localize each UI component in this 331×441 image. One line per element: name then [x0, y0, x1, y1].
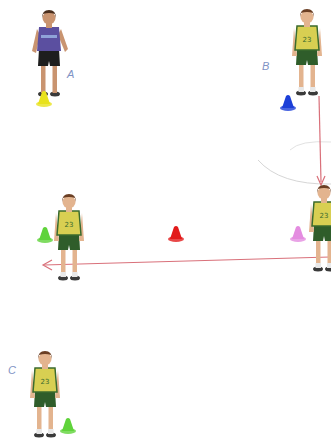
blue-cone [280, 95, 296, 111]
green-cone [60, 418, 76, 434]
player-label: B [262, 61, 269, 72]
court-line [290, 142, 331, 150]
player-label: C [8, 365, 16, 376]
red-cone [168, 226, 184, 242]
pass-line [319, 96, 321, 182]
player-figure [54, 194, 84, 281]
player-figure [309, 185, 331, 272]
run-line [44, 257, 330, 265]
arrowhead [43, 260, 52, 270]
pink-cone [290, 226, 306, 242]
player-figure [30, 351, 60, 438]
arrowhead [317, 176, 325, 185]
yellow-cone [36, 91, 52, 107]
coach-figure [32, 10, 68, 97]
green-cone [37, 227, 53, 243]
player-label: A [67, 69, 74, 80]
player-figure [292, 9, 322, 96]
